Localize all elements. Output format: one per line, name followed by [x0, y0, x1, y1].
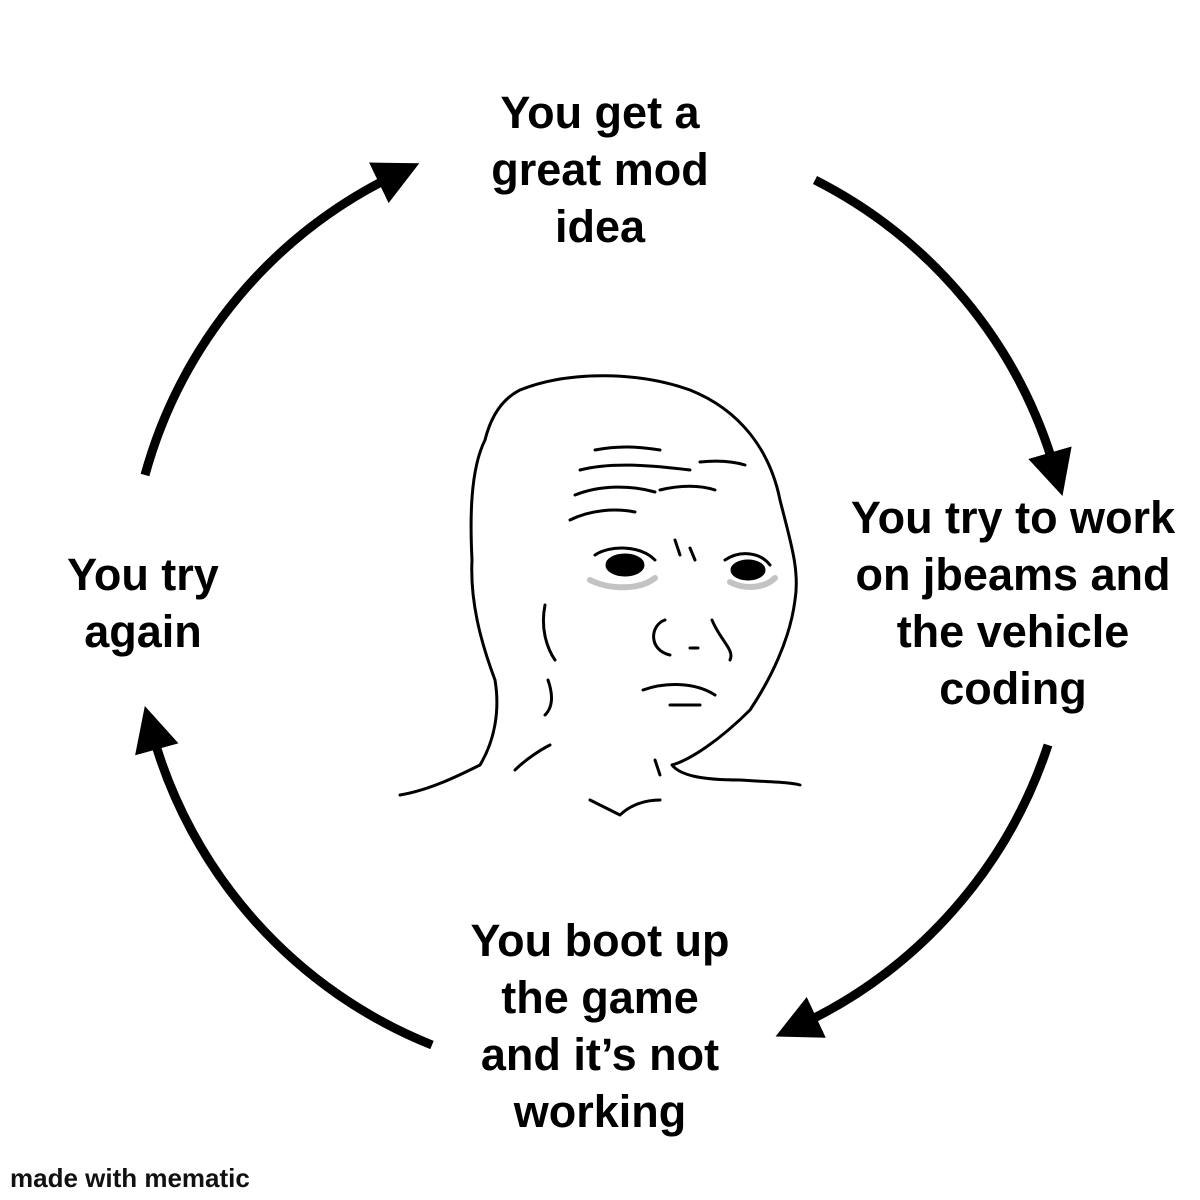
watermark: made with mematic — [10, 1163, 250, 1193]
step-bottom-label: You boot up the game and it’s not workin… — [470, 915, 730, 1137]
arrow-left-to-top — [140, 162, 420, 477]
step-left-label: You try again — [67, 549, 219, 657]
arrow-right-to-bottom — [775, 743, 1053, 1038]
arrow-top-to-right — [812, 175, 1072, 496]
step-top-label: You get a great mod idea — [491, 87, 709, 252]
step-right-label: You try to work on jbeams and the vehicl… — [850, 492, 1176, 714]
arrow-bottom-to-left — [135, 705, 434, 1050]
sad-wojak-face — [398, 374, 802, 817]
